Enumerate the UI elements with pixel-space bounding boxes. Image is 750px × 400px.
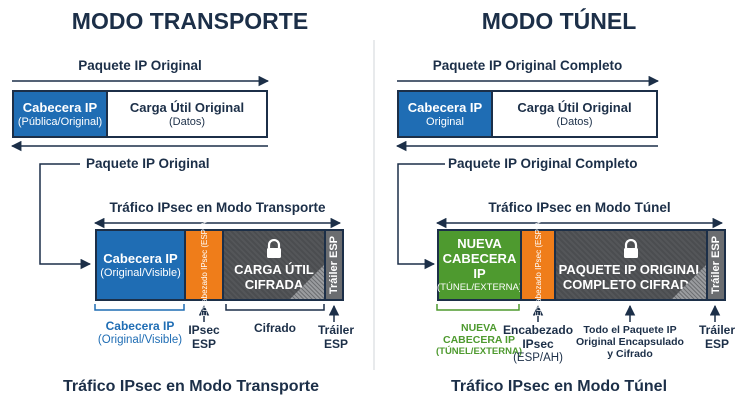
left-orig-label-top: Paquete IP Original <box>78 58 202 73</box>
left-title: MODO TRANSPORTE <box>71 8 309 34</box>
left-orig-ip-header: Cabecera IP (Pública/Original) <box>12 90 108 138</box>
lock-icon <box>624 238 638 258</box>
right-cap-esp-1: Encabezado <box>503 323 574 337</box>
right-orig-ip-header-sub: Original <box>426 115 464 128</box>
left-trailer-vertical-text: Tráiler ESP <box>328 235 340 295</box>
left-ipsec-esp-header: Encabezado IPsec (ESP/AH) <box>184 213 224 317</box>
left-hdr-bracket <box>94 304 185 311</box>
left-orig-payload-title: Carga Útil Original <box>129 99 245 115</box>
left-cap-esp-1: IPsec <box>188 323 220 337</box>
left-ip-header-sub: (Original/Visible) <box>100 266 181 279</box>
left-orig-payload-sub: (Datos) <box>168 115 206 128</box>
left-orig-ip-header-title: Cabecera IP <box>22 99 98 115</box>
left-cap-header: Cabecera IP (Original/Visible) <box>88 320 192 347</box>
left-cap-esp-2: ESP <box>191 337 216 351</box>
right-new-ip-header-sub: (TÚNEL/EXTERNA) <box>437 281 522 293</box>
right-new-ip-header-title-2: CABECERA IP <box>442 250 517 281</box>
left-traffic-label: Tráfico IPsec en Modo Transporte <box>109 200 326 215</box>
right-orig-payload: Carga Útil Original (Datos) <box>491 90 658 138</box>
right-cap-cipher-3: y Cifrado <box>607 348 653 360</box>
right-esp-trailer: Tráiler ESP <box>706 229 726 301</box>
left-esp-trailer: Tráiler ESP <box>324 229 344 301</box>
right-orig-label-bottom: Paquete IP Original Completo <box>448 156 638 171</box>
left-esp-vertical-text: Encabezado IPsec (ESP/AH) <box>199 213 209 317</box>
left-cap-header-1: Cabecera IP <box>105 319 175 333</box>
right-cipher-title-2: COMPLETO CIFRADO <box>562 276 700 292</box>
left-cap-trailer-1: Tráiler <box>317 323 355 337</box>
right-cap-cipher: Todo el Paquete IP Original Encapsulado … <box>575 324 685 360</box>
right-orig-payload-sub: (Datos) <box>556 115 593 128</box>
right-cap-trailer: Tráiler ESP <box>697 324 737 352</box>
right-encrypted-packet: PAQUETE IP ORIGINAL COMPLETO CIFRADO <box>554 229 708 301</box>
right-new-ip-header: NUEVA CABECERA IP (TÚNEL/EXTERNA) <box>437 229 522 301</box>
left-cap-cipher-1: Cifrado <box>254 321 296 335</box>
left-cap-trailer: Tráiler ESP <box>316 324 356 352</box>
left-cipher-title-1: CARGA ÚTIL <box>234 261 314 277</box>
right-trailer-vertical-text: Tráiler ESP <box>710 235 722 295</box>
right-cap-cipher-1: Todo el Paquete IP <box>583 324 677 336</box>
left-ip-header: Cabecera IP (Original/Visible) <box>95 229 186 301</box>
right-new-ip-header-title-1: NUEVA <box>457 235 502 251</box>
left-cipher-title-2: CIFRADA <box>244 276 304 292</box>
right-traffic-label: Tráfico IPsec en Modo Túnel <box>488 200 671 215</box>
left-cap-esp: IPsec ESP <box>186 324 222 352</box>
right-cap-trailer-2: ESP <box>704 337 729 351</box>
right-hdr-bracket <box>436 304 520 311</box>
left-orig-ip-header-sub: (Pública/Original) <box>17 115 103 128</box>
right-title: MODO TÚNEL <box>481 8 637 34</box>
right-bottom-title: Tráfico IPsec en Modo Túnel <box>450 378 668 395</box>
right-cap-cipher-2: Original Encapsulado <box>576 336 684 348</box>
right-ipsec-esp-header: Encabezado IPsec (ESP/AH) <box>520 213 556 317</box>
right-orig-label-top: Paquete IP Original Completo <box>432 58 623 73</box>
right-cap-esp-3: (ESP/AH) <box>513 352 563 364</box>
right-orig-ip-header: Cabecera IP Original <box>397 90 493 138</box>
right-esp-vertical-text: Encabezado IPsec (ESP/AH) <box>533 213 543 317</box>
left-cipher-bracket <box>225 304 325 311</box>
right-cap-esp: Encabezado IPsec (ESP/AH) <box>503 324 573 365</box>
left-cap-trailer-2: ESP <box>323 337 348 351</box>
left-cap-header-2: (Original/Visible) <box>97 334 183 346</box>
right-cap-header-2: CABECERA IP <box>443 334 515 346</box>
right-orig-ip-header-title: Cabecera IP <box>407 99 483 115</box>
right-elbow-arrow <box>397 163 445 270</box>
right-orig-payload-title: Carga Útil Original <box>517 99 632 115</box>
right-cap-header-1: NUEVA <box>461 322 497 334</box>
left-orig-label-bottom: Paquete IP Original <box>86 156 210 171</box>
right-cipher-title-1: PAQUETE IP ORIGINAL <box>558 261 704 277</box>
right-cap-esp-2: IPsec <box>522 337 554 351</box>
right-cap-header: NUEVA CABECERA IP (TÚNEL/EXTERNA) <box>424 322 534 358</box>
left-bottom-title: Tráfico IPsec en Modo Transporte <box>62 378 320 395</box>
left-elbow-arrow <box>39 163 92 270</box>
left-orig-payload: Carga Útil Original (Datos) <box>106 90 268 138</box>
right-cap-trailer-1: Tráiler <box>698 323 736 337</box>
lock-icon <box>267 238 281 258</box>
left-encrypted-payload: CARGA ÚTIL CIFRADA <box>222 229 326 301</box>
left-ip-header-title: Cabecera IP <box>103 250 178 266</box>
right-cap-header-3: (TÚNEL/EXTERNA) <box>435 346 523 357</box>
left-cap-cipher: Cifrado <box>240 322 310 336</box>
